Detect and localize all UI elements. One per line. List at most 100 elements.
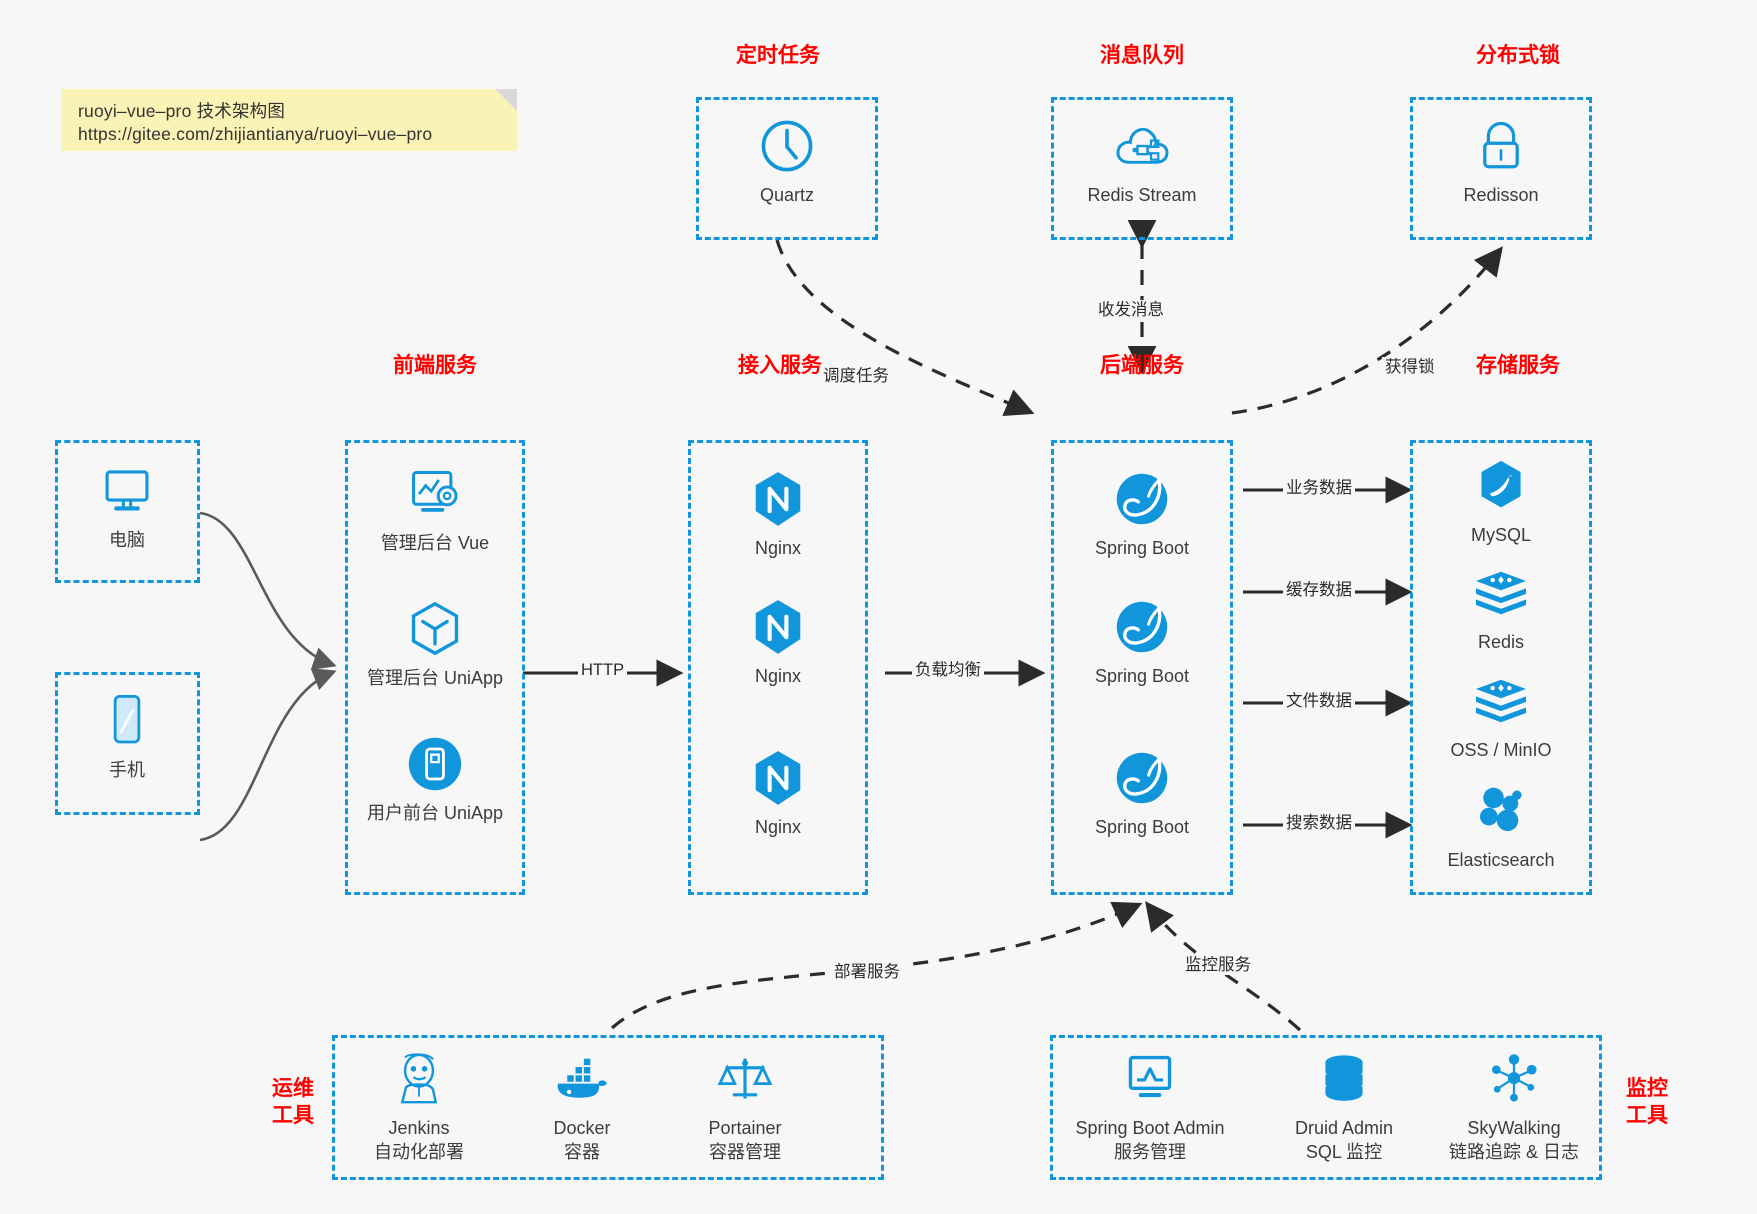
- node-label: 管理后台 Vue: [380, 533, 490, 553]
- node-label: Spring Boot: [1094, 817, 1190, 837]
- node-label: Nginx: [754, 538, 802, 558]
- node-docker[interactable]: Docker 容器: [502, 1048, 662, 1164]
- node-portainer[interactable]: Portainer 容器管理: [665, 1048, 825, 1164]
- monitor-title-line2: 工具: [1626, 1104, 1668, 1127]
- group-box-monitor-tools: [1050, 1035, 1602, 1180]
- node-mysql[interactable]: MySQL: [1421, 455, 1581, 547]
- node-label: SkyWalking: [1467, 1118, 1561, 1138]
- edge-label-acquire-lock: 获得锁: [1382, 357, 1438, 377]
- devops-title-line2: 工具: [272, 1104, 314, 1127]
- group-box-phone: [55, 672, 200, 815]
- node-jenkins[interactable]: Jenkins 自动化部署: [339, 1048, 499, 1164]
- group-title-scheduled-task: 定时任务: [736, 44, 820, 67]
- storage-stack-icon: [1421, 670, 1581, 732]
- spring-leaf-icon: [1062, 596, 1222, 658]
- node-quartz[interactable]: Quartz: [707, 115, 867, 207]
- node-label: Elasticsearch: [1447, 850, 1555, 870]
- group-box-message-queue: [1051, 97, 1233, 240]
- monitor-title-line1: 监控: [1626, 1077, 1668, 1100]
- uniapp-cube-icon: [355, 598, 515, 660]
- group-title-backend-service: 后端服务: [1100, 354, 1184, 377]
- database-cylinder-icon: [1264, 1048, 1424, 1110]
- node-redisson[interactable]: Redisson: [1421, 115, 1581, 207]
- docker-whale-icon: [502, 1048, 662, 1110]
- lock-icon: [1421, 115, 1581, 177]
- mysql-dolphin-icon: [1421, 455, 1581, 517]
- node-label: Redis: [1477, 632, 1525, 652]
- group-box-distributed-lock: [1410, 97, 1592, 240]
- group-box-devops-tools: [332, 1035, 884, 1180]
- spring-leaf-icon: [1062, 468, 1222, 530]
- node-elasticsearch[interactable]: Elasticsearch: [1421, 780, 1581, 872]
- skywalking-node-icon: [1434, 1048, 1594, 1110]
- edge-label-schedule-task: 调度任务: [820, 366, 892, 386]
- node-computer[interactable]: 电脑: [47, 460, 207, 552]
- node-admin-vue[interactable]: 管理后台 Vue: [355, 463, 515, 555]
- group-title-monitor-tools: 监控 工具: [1612, 1075, 1682, 1129]
- nginx-icon: [698, 596, 858, 658]
- node-nginx-3[interactable]: Nginx: [698, 747, 858, 839]
- cloud-node-icon: [1062, 115, 1222, 177]
- note-fold-corner: [495, 89, 517, 111]
- mobile-app-icon: [355, 733, 515, 795]
- group-box-storage-service: [1410, 440, 1592, 895]
- spring-leaf-icon: [1062, 747, 1222, 809]
- redis-stack-icon: [1421, 562, 1581, 624]
- node-label: 用户前台 UniApp: [366, 803, 504, 823]
- group-box-scheduled-task: [696, 97, 878, 240]
- group-title-frontend-service: 前端服务: [393, 354, 477, 377]
- edge-label-send-receive-message: 收发消息: [1095, 300, 1167, 320]
- smartphone-icon: [47, 690, 207, 752]
- nginx-icon: [698, 747, 858, 809]
- node-sublabel: SQL 监控: [1305, 1142, 1383, 1162]
- node-label: Spring Boot: [1094, 538, 1190, 558]
- group-box-gateway-service: [688, 440, 868, 895]
- node-label: Portainer: [708, 1118, 782, 1138]
- edge-label-http: HTTP: [578, 660, 628, 680]
- node-nginx-1[interactable]: Nginx: [698, 468, 858, 560]
- node-oss-minio[interactable]: OSS / MinIO: [1421, 670, 1581, 762]
- node-sublabel: 容器管理: [709, 1142, 781, 1162]
- node-spring-boot-3[interactable]: Spring Boot: [1062, 747, 1222, 839]
- node-nginx-2[interactable]: Nginx: [698, 596, 858, 688]
- node-label: Nginx: [754, 817, 802, 837]
- node-spring-boot-admin[interactable]: Spring Boot Admin 服务管理: [1070, 1048, 1230, 1164]
- portainer-scale-icon: [665, 1048, 825, 1110]
- clock-icon: [707, 115, 867, 177]
- node-spring-boot-2[interactable]: Spring Boot: [1062, 596, 1222, 688]
- node-redis-stream[interactable]: Redis Stream: [1062, 115, 1222, 207]
- edge-label-cache-data: 缓存数据: [1283, 580, 1355, 600]
- node-label: Redisson: [1463, 185, 1539, 205]
- node-label: 管理后台 UniApp: [366, 668, 504, 688]
- node-skywalking[interactable]: SkyWalking 链路追踪 & 日志: [1434, 1048, 1594, 1164]
- group-title-distributed-lock: 分布式锁: [1476, 44, 1560, 67]
- node-label: Nginx: [754, 666, 802, 686]
- edge-label-file-data: 文件数据: [1283, 691, 1355, 711]
- node-phone[interactable]: 手机: [47, 690, 207, 782]
- node-sublabel: 自动化部署: [374, 1142, 464, 1162]
- monitor-chart-icon: [1070, 1048, 1230, 1110]
- node-label: Docker: [553, 1118, 611, 1138]
- note-line-url: https://gitee.com/zhijiantianya/ruoyi–vu…: [78, 124, 433, 144]
- edge-label-monitor-service: 监控服务: [1182, 955, 1254, 975]
- node-admin-uniapp[interactable]: 管理后台 UniApp: [355, 598, 515, 690]
- nginx-icon: [698, 468, 858, 530]
- node-druid-admin[interactable]: Druid Admin SQL 监控: [1264, 1048, 1424, 1164]
- group-title-message-queue: 消息队列: [1100, 44, 1184, 67]
- jenkins-butler-icon: [339, 1048, 499, 1110]
- node-label: Spring Boot: [1094, 666, 1190, 686]
- node-label: Redis Stream: [1087, 185, 1197, 205]
- node-sublabel: 服务管理: [1114, 1142, 1186, 1162]
- group-title-gateway-service: 接入服务: [738, 354, 822, 377]
- node-spring-boot-1[interactable]: Spring Boot: [1062, 468, 1222, 560]
- edge-label-business-data: 业务数据: [1283, 478, 1355, 498]
- node-label: OSS / MinIO: [1450, 740, 1552, 760]
- group-title-devops-tools: 运维 工具: [258, 1075, 328, 1129]
- node-sublabel: 容器: [564, 1142, 600, 1162]
- edge-label-search-data: 搜索数据: [1283, 813, 1355, 833]
- devops-title-line1: 运维: [272, 1077, 314, 1100]
- node-redis[interactable]: Redis: [1421, 562, 1581, 654]
- group-box-frontend-service: [345, 440, 525, 895]
- node-user-uniapp[interactable]: 用户前台 UniApp: [355, 733, 515, 825]
